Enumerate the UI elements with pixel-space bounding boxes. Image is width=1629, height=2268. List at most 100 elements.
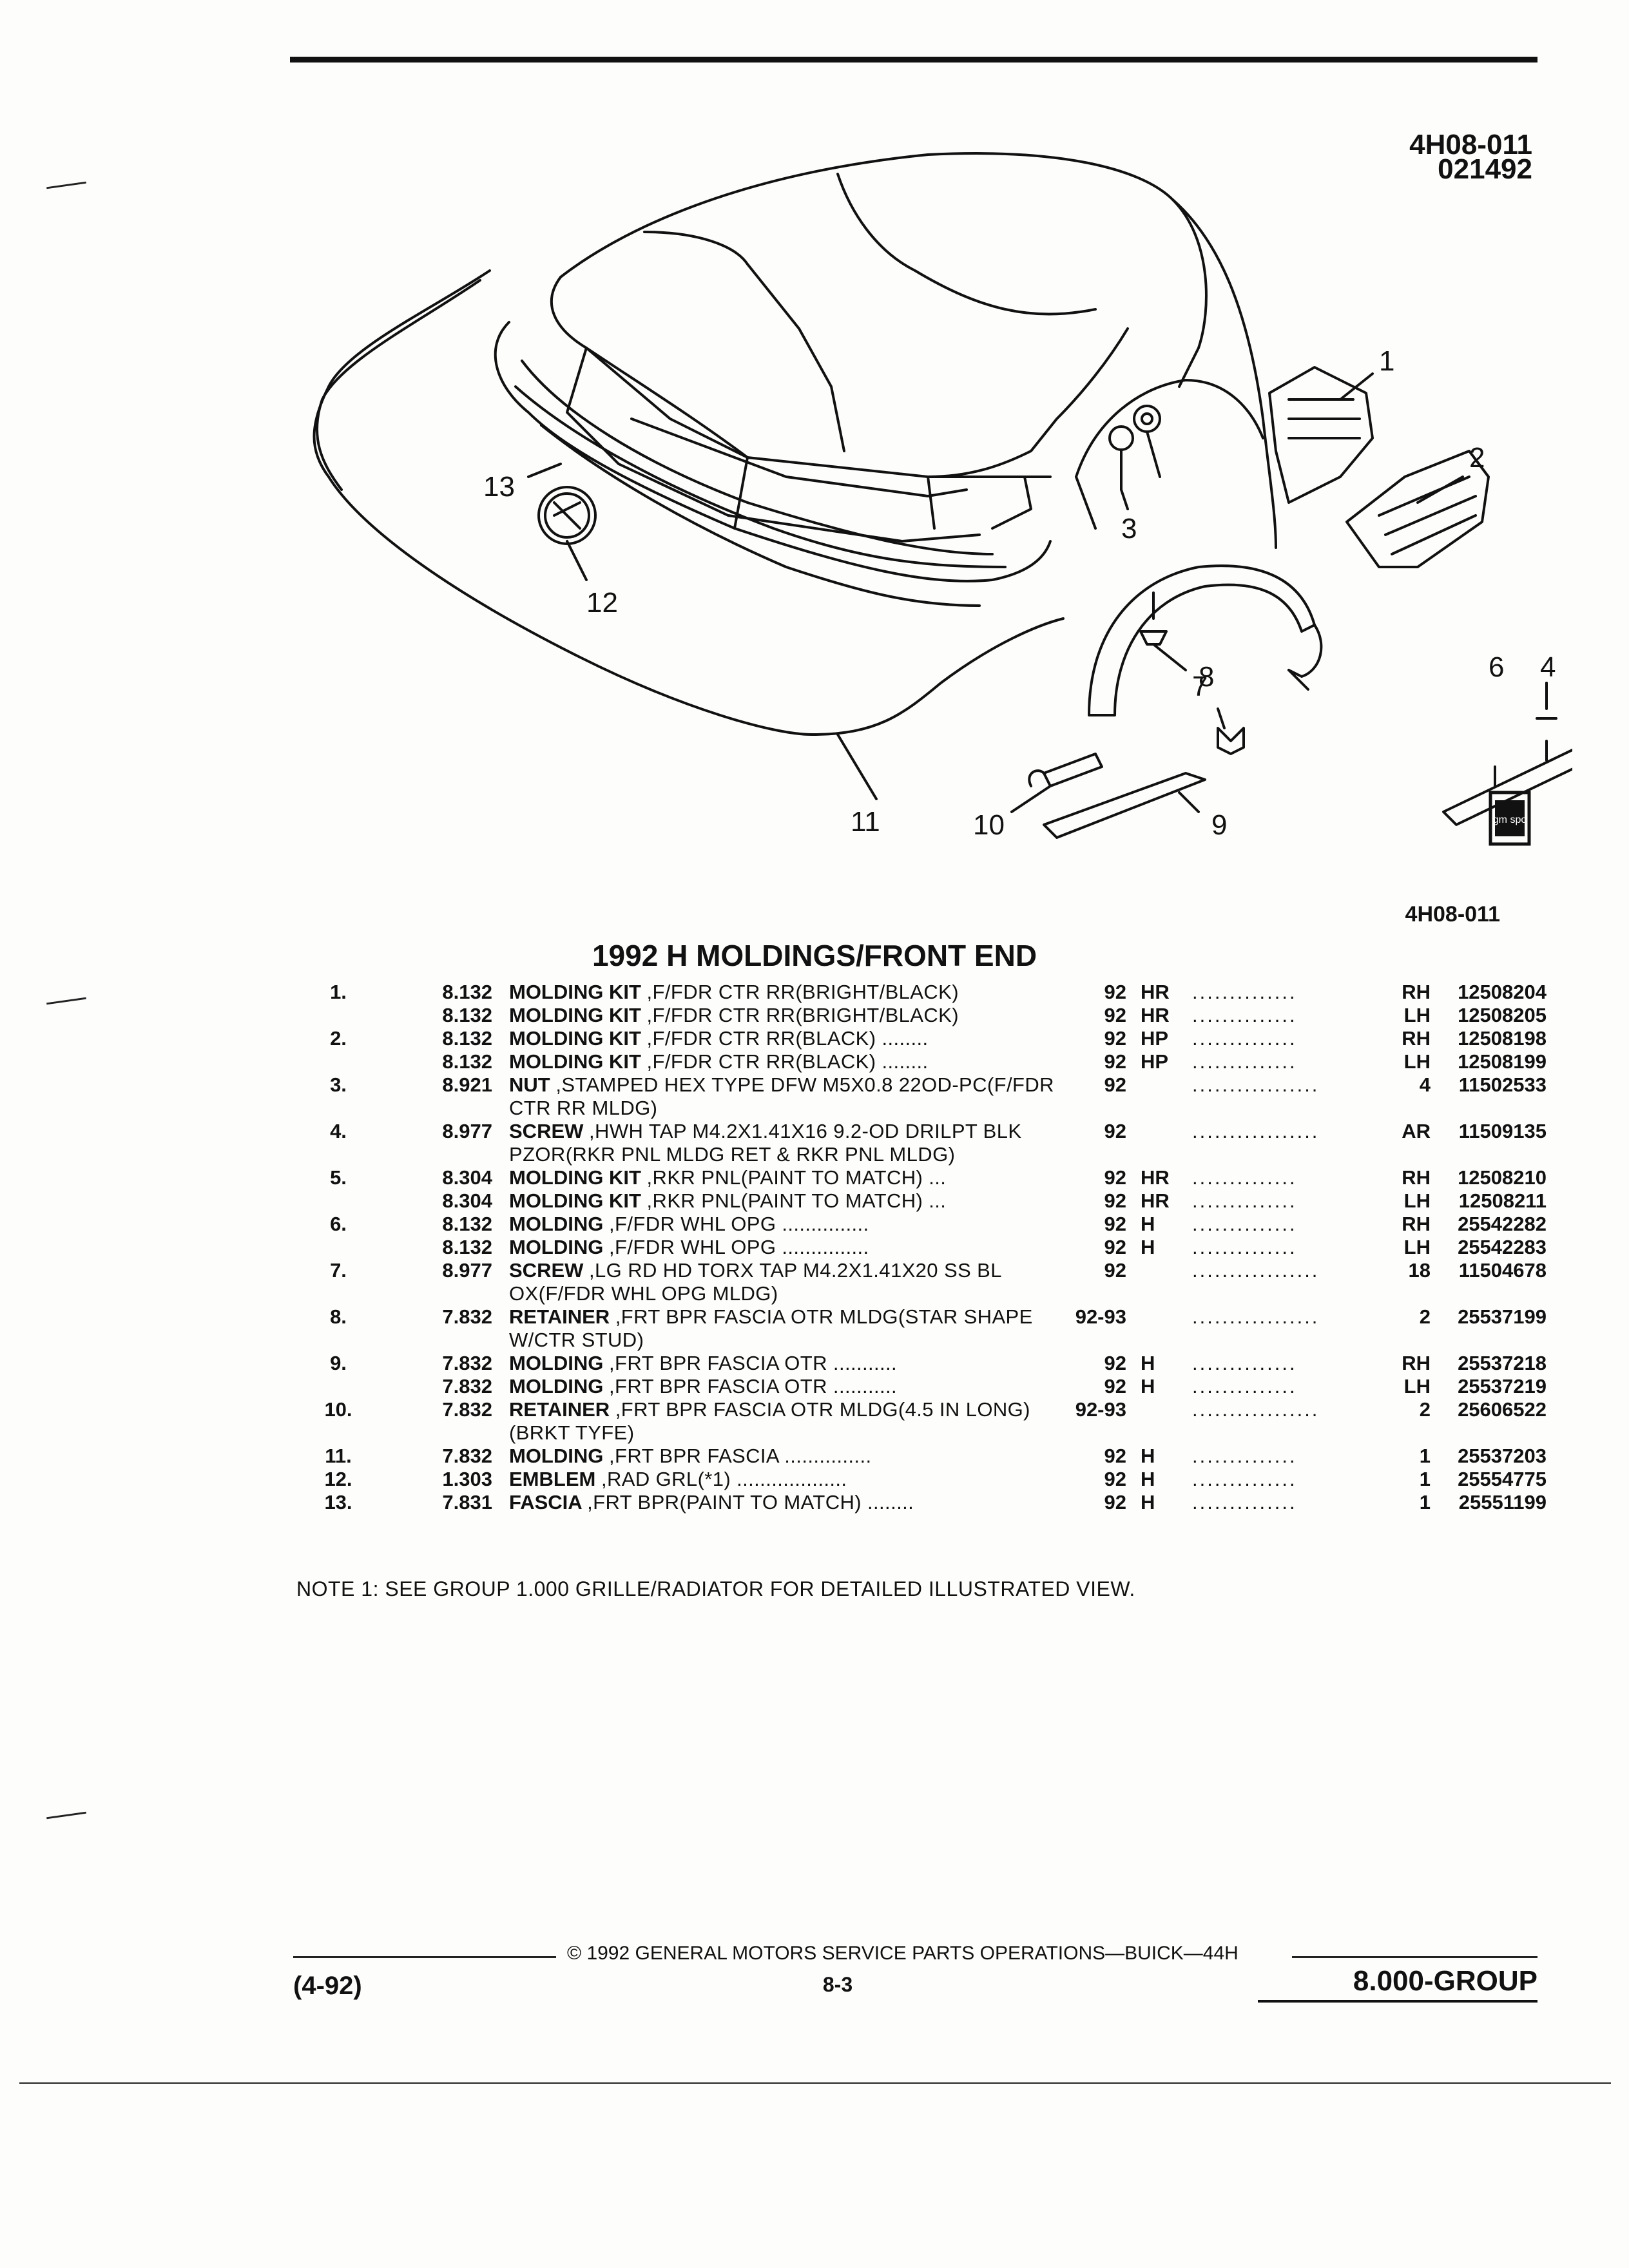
part-keyword: MOLDING — [509, 1236, 604, 1258]
leader-dots: .............. — [1192, 1468, 1297, 1490]
part-detail: ,F/FDR CTR RR(BRIGHT/BLACK) — [646, 981, 959, 1003]
description: MOLDING ,F/FDR WHL OPG ............... — [509, 1213, 1063, 1236]
position-qty: 1 — [1419, 1468, 1431, 1490]
description: MOLDING ,FRT BPR FASCIA OTR ........... — [509, 1352, 1063, 1375]
series-code: HP — [1141, 1050, 1169, 1073]
model-year: 92 — [1104, 1468, 1126, 1490]
group-number: 8.304 — [442, 1166, 492, 1189]
leader-dots: ................. — [1192, 1073, 1320, 1096]
group-number: 8.132 — [442, 1027, 492, 1050]
part-keyword: MOLDING — [509, 1375, 604, 1398]
footer-rule-left — [293, 1956, 556, 1958]
group-number: 1.303 — [442, 1468, 492, 1490]
description: MOLDING KIT ,F/FDR CTR RR(BRIGHT/BLACK) — [509, 1004, 1063, 1027]
part-keyword: MOLDING — [509, 1445, 604, 1467]
item-number: 2. — [330, 1027, 347, 1050]
position-qty: RH — [1402, 1166, 1431, 1189]
footer-revision: (4-92) — [293, 1972, 362, 2000]
description: RETAINER ,FRT BPR FASCIA OTR MLDG(STAR S… — [509, 1305, 1063, 1352]
item-number: 6. — [330, 1213, 347, 1235]
position-qty: LH — [1403, 1236, 1431, 1258]
group-number: 8.304 — [442, 1189, 492, 1212]
group-number: 7.832 — [442, 1352, 492, 1374]
model-year: 92-93 — [1075, 1398, 1126, 1421]
description: NUT ,STAMPED HEX TYPE DFW M5X0.8 22OD-PC… — [509, 1073, 1063, 1120]
group-number: 8.977 — [442, 1120, 492, 1142]
margin-mark — [46, 1811, 86, 1820]
leader-dots: .............. — [1192, 1236, 1297, 1258]
model-year: 92 — [1104, 1236, 1126, 1258]
leader-dots: .............. — [1192, 1352, 1297, 1374]
position-qty: RH — [1402, 981, 1431, 1003]
group-number: 8.132 — [442, 1213, 492, 1235]
description: MOLDING KIT ,F/FDR CTR RR(BLACK) .......… — [509, 1027, 1063, 1050]
series-code: H — [1141, 1236, 1155, 1258]
part-detail: ,RKR PNL(PAINT TO MATCH) ... — [646, 1189, 947, 1212]
position-qty: RH — [1402, 1027, 1431, 1050]
description: MOLDING KIT ,RKR PNL(PAINT TO MATCH) ... — [509, 1166, 1063, 1189]
description: MOLDING ,F/FDR WHL OPG ............... — [509, 1236, 1063, 1259]
table-row: 7.832 MOLDING ,FRT BPR FASCIA OTR .......… — [296, 1375, 1547, 1398]
callout-7: 7 — [1192, 671, 1208, 702]
description: FASCIA ,FRT BPR(PAINT TO MATCH) ........ — [509, 1491, 1063, 1514]
part-detail: ,F/FDR CTR RR(BLACK) ........ — [646, 1027, 929, 1050]
part-number: 12508199 — [1458, 1050, 1547, 1073]
callout-10: 10 — [973, 809, 1005, 841]
series-code: H — [1141, 1213, 1155, 1235]
model-year: 92 — [1104, 1445, 1126, 1467]
callout-3: 3 — [1121, 513, 1137, 544]
position-qty: 2 — [1419, 1398, 1431, 1421]
part-detail: ,F/FDR WHL OPG ............... — [609, 1213, 869, 1235]
series-code: HR — [1141, 981, 1170, 1003]
part-detail: ,FRT BPR FASCIA OTR MLDG(STAR SHAPE W/CT… — [509, 1305, 1033, 1351]
part-number: 12508204 — [1458, 981, 1547, 1003]
item-number: 8. — [330, 1305, 347, 1328]
part-number: 25542283 — [1458, 1236, 1547, 1258]
part-detail: ,STAMPED HEX TYPE DFW M5X0.8 22OD-PC(F/F… — [509, 1073, 1054, 1119]
table-row: 2. 8.132 MOLDING KIT ,F/FDR CTR RR(BLACK) … — [296, 1027, 1547, 1050]
footer-copyright: © 1992 GENERAL MOTORS SERVICE PARTS OPER… — [567, 1943, 1239, 1964]
item-number: 5. — [330, 1166, 347, 1189]
leader-dots: .............. — [1192, 1213, 1297, 1235]
part-number: 25537203 — [1458, 1445, 1547, 1467]
position-qty: LH — [1403, 1004, 1431, 1026]
item-number: 13. — [324, 1491, 352, 1514]
model-year: 92 — [1104, 1027, 1126, 1050]
part-number: 25537199 — [1458, 1305, 1547, 1328]
model-year: 92 — [1104, 981, 1126, 1003]
part-keyword: MOLDING KIT — [509, 981, 641, 1003]
section-title: 1992 H MOLDINGS/FRONT END — [592, 939, 1037, 972]
group-number: 7.832 — [442, 1375, 492, 1398]
group-number: 8.977 — [442, 1259, 492, 1282]
part-keyword: SCREW — [509, 1259, 584, 1282]
footer-bottom-rule — [1258, 2000, 1537, 2003]
table-row: 6. 8.132 MOLDING ,F/FDR WHL OPG ..........… — [296, 1213, 1547, 1236]
footer-rule-right — [1292, 1956, 1537, 1958]
leader-dots: .............. — [1192, 1050, 1297, 1073]
part-number: 12508198 — [1458, 1027, 1547, 1050]
position-qty: LH — [1403, 1050, 1431, 1073]
series-code: HR — [1141, 1004, 1170, 1026]
callout-11: 11 — [851, 806, 880, 838]
part-number: 25554775 — [1458, 1468, 1547, 1490]
part-detail: ,FRT BPR FASCIA OTR MLDG(4.5 IN LONG)(BR… — [509, 1398, 1030, 1444]
leader-dots: ................. — [1192, 1305, 1320, 1328]
item-number: 12. — [324, 1468, 352, 1490]
group-number: 8.921 — [442, 1073, 492, 1096]
description: MOLDING KIT ,F/FDR CTR RR(BLACK) .......… — [509, 1050, 1063, 1073]
leader-dots: .............. — [1192, 1491, 1297, 1514]
item-number: 3. — [330, 1073, 347, 1096]
part-number: 25551199 — [1458, 1491, 1547, 1514]
part-number: 25537218 — [1458, 1352, 1547, 1374]
series-code: H — [1141, 1491, 1155, 1514]
position-qty: AR — [1402, 1120, 1431, 1142]
item-number: 7. — [330, 1259, 347, 1282]
part-keyword: MOLDING KIT — [509, 1189, 641, 1212]
part-detail: ,FRT BPR FASCIA OTR ........... — [609, 1375, 898, 1398]
